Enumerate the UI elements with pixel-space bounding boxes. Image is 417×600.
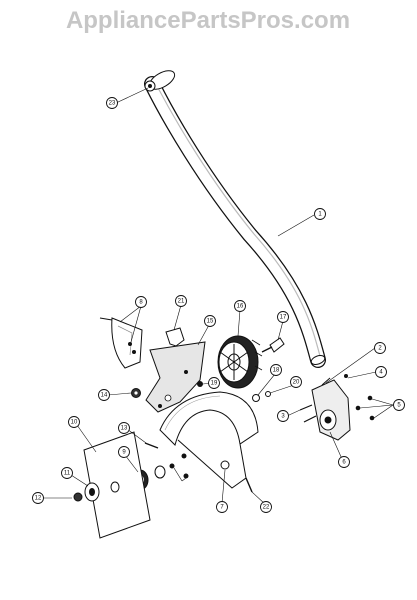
callout-number: 21 [178,298,185,304]
callout-1: 1 [314,208,326,220]
callout-2: 2 [374,342,386,354]
washer-18 [252,394,260,402]
callout-number: 2 [378,345,382,351]
callout-number: 12 [35,495,42,501]
callout-14: 14 [98,389,110,401]
callout-circle [61,467,73,479]
handle-tube [144,70,326,368]
callout-11: 11 [61,467,73,479]
callout-circle [175,295,187,307]
callout-22: 22 [260,501,272,513]
callout-number: 4 [379,369,383,375]
callout-19: 19 [208,377,220,389]
callout-number: 22 [263,504,270,510]
callout-21: 21 [175,295,187,307]
callout-17: 17 [277,311,289,323]
watermark-text: AppliancePartsPros.com [66,7,350,34]
callout-13: 13 [118,422,130,434]
callout-3: 3 [277,410,289,422]
callout-circle [234,300,246,312]
callout-4: 4 [375,366,387,378]
callout-16: 16 [234,300,246,312]
callout-10: 10 [68,416,80,428]
callout-number: 11 [64,470,71,476]
callout-7: 7 [216,501,228,513]
callout-15: 15 [204,315,216,327]
callout-number: 20 [293,379,300,385]
callout-circle [118,422,130,434]
callout-circle [98,389,110,401]
blade-nut [73,492,83,502]
callout-number: 6 [342,459,346,465]
callout-number: 1 [318,211,322,217]
callout-circle [260,501,272,513]
callout-circle [204,315,216,327]
callout-circle [290,376,302,388]
callout-circle [208,377,220,389]
callout-circle [338,456,350,468]
callout-6: 6 [338,456,350,468]
callout-20: 20 [290,376,302,388]
callout-9: 9 [118,446,130,458]
callout-circle [216,501,228,513]
callout-circle [32,492,44,504]
wheel-bolt [261,337,285,353]
callout-circle [106,97,118,109]
callout-12: 12 [32,492,44,504]
callout-number: 23 [109,100,116,106]
hand-grip [144,80,156,92]
callout-number: 9 [122,449,126,455]
callout-18: 18 [270,364,282,376]
callout-number: 16 [237,303,244,309]
callout-number: 10 [71,419,78,425]
callout-circle [277,410,289,422]
callout-circle [270,364,282,376]
nut-14 [131,388,141,398]
callout-circle [118,446,130,458]
callout-number: 15 [207,318,214,324]
callout-circle [314,208,326,220]
callout-number: 18 [273,367,280,373]
callout-number: 7 [220,504,224,510]
callout-number: 13 [121,425,128,431]
edger-blade [83,431,151,539]
callout-number: 3 [281,413,285,419]
callout-circle [135,296,147,308]
callout-5: 5 [393,399,405,411]
fastener-19 [197,381,203,387]
callout-number: 5 [397,402,401,408]
blade-guard [159,391,259,489]
callout-circle [277,311,289,323]
callout-number: 19 [211,380,218,386]
callout-8: 8 [135,296,147,308]
guard-screws [144,442,253,493]
mounting-bracket [145,341,206,413]
callout-circle [374,342,386,354]
callout-circle [375,366,387,378]
gearbox-housing [311,377,351,441]
callout-number: 8 [139,299,143,305]
leader-lines [42,87,394,505]
callout-number: 14 [101,392,108,398]
wheel [217,335,263,389]
callout-circle [393,399,405,411]
blade-adapter [84,482,100,502]
washer-20 [265,391,271,397]
screws-3-4-5 [299,374,375,423]
callout-number: 17 [280,314,287,320]
bracket-21 [165,327,185,347]
callout-circle [68,416,80,428]
callout-23: 23 [106,97,118,109]
